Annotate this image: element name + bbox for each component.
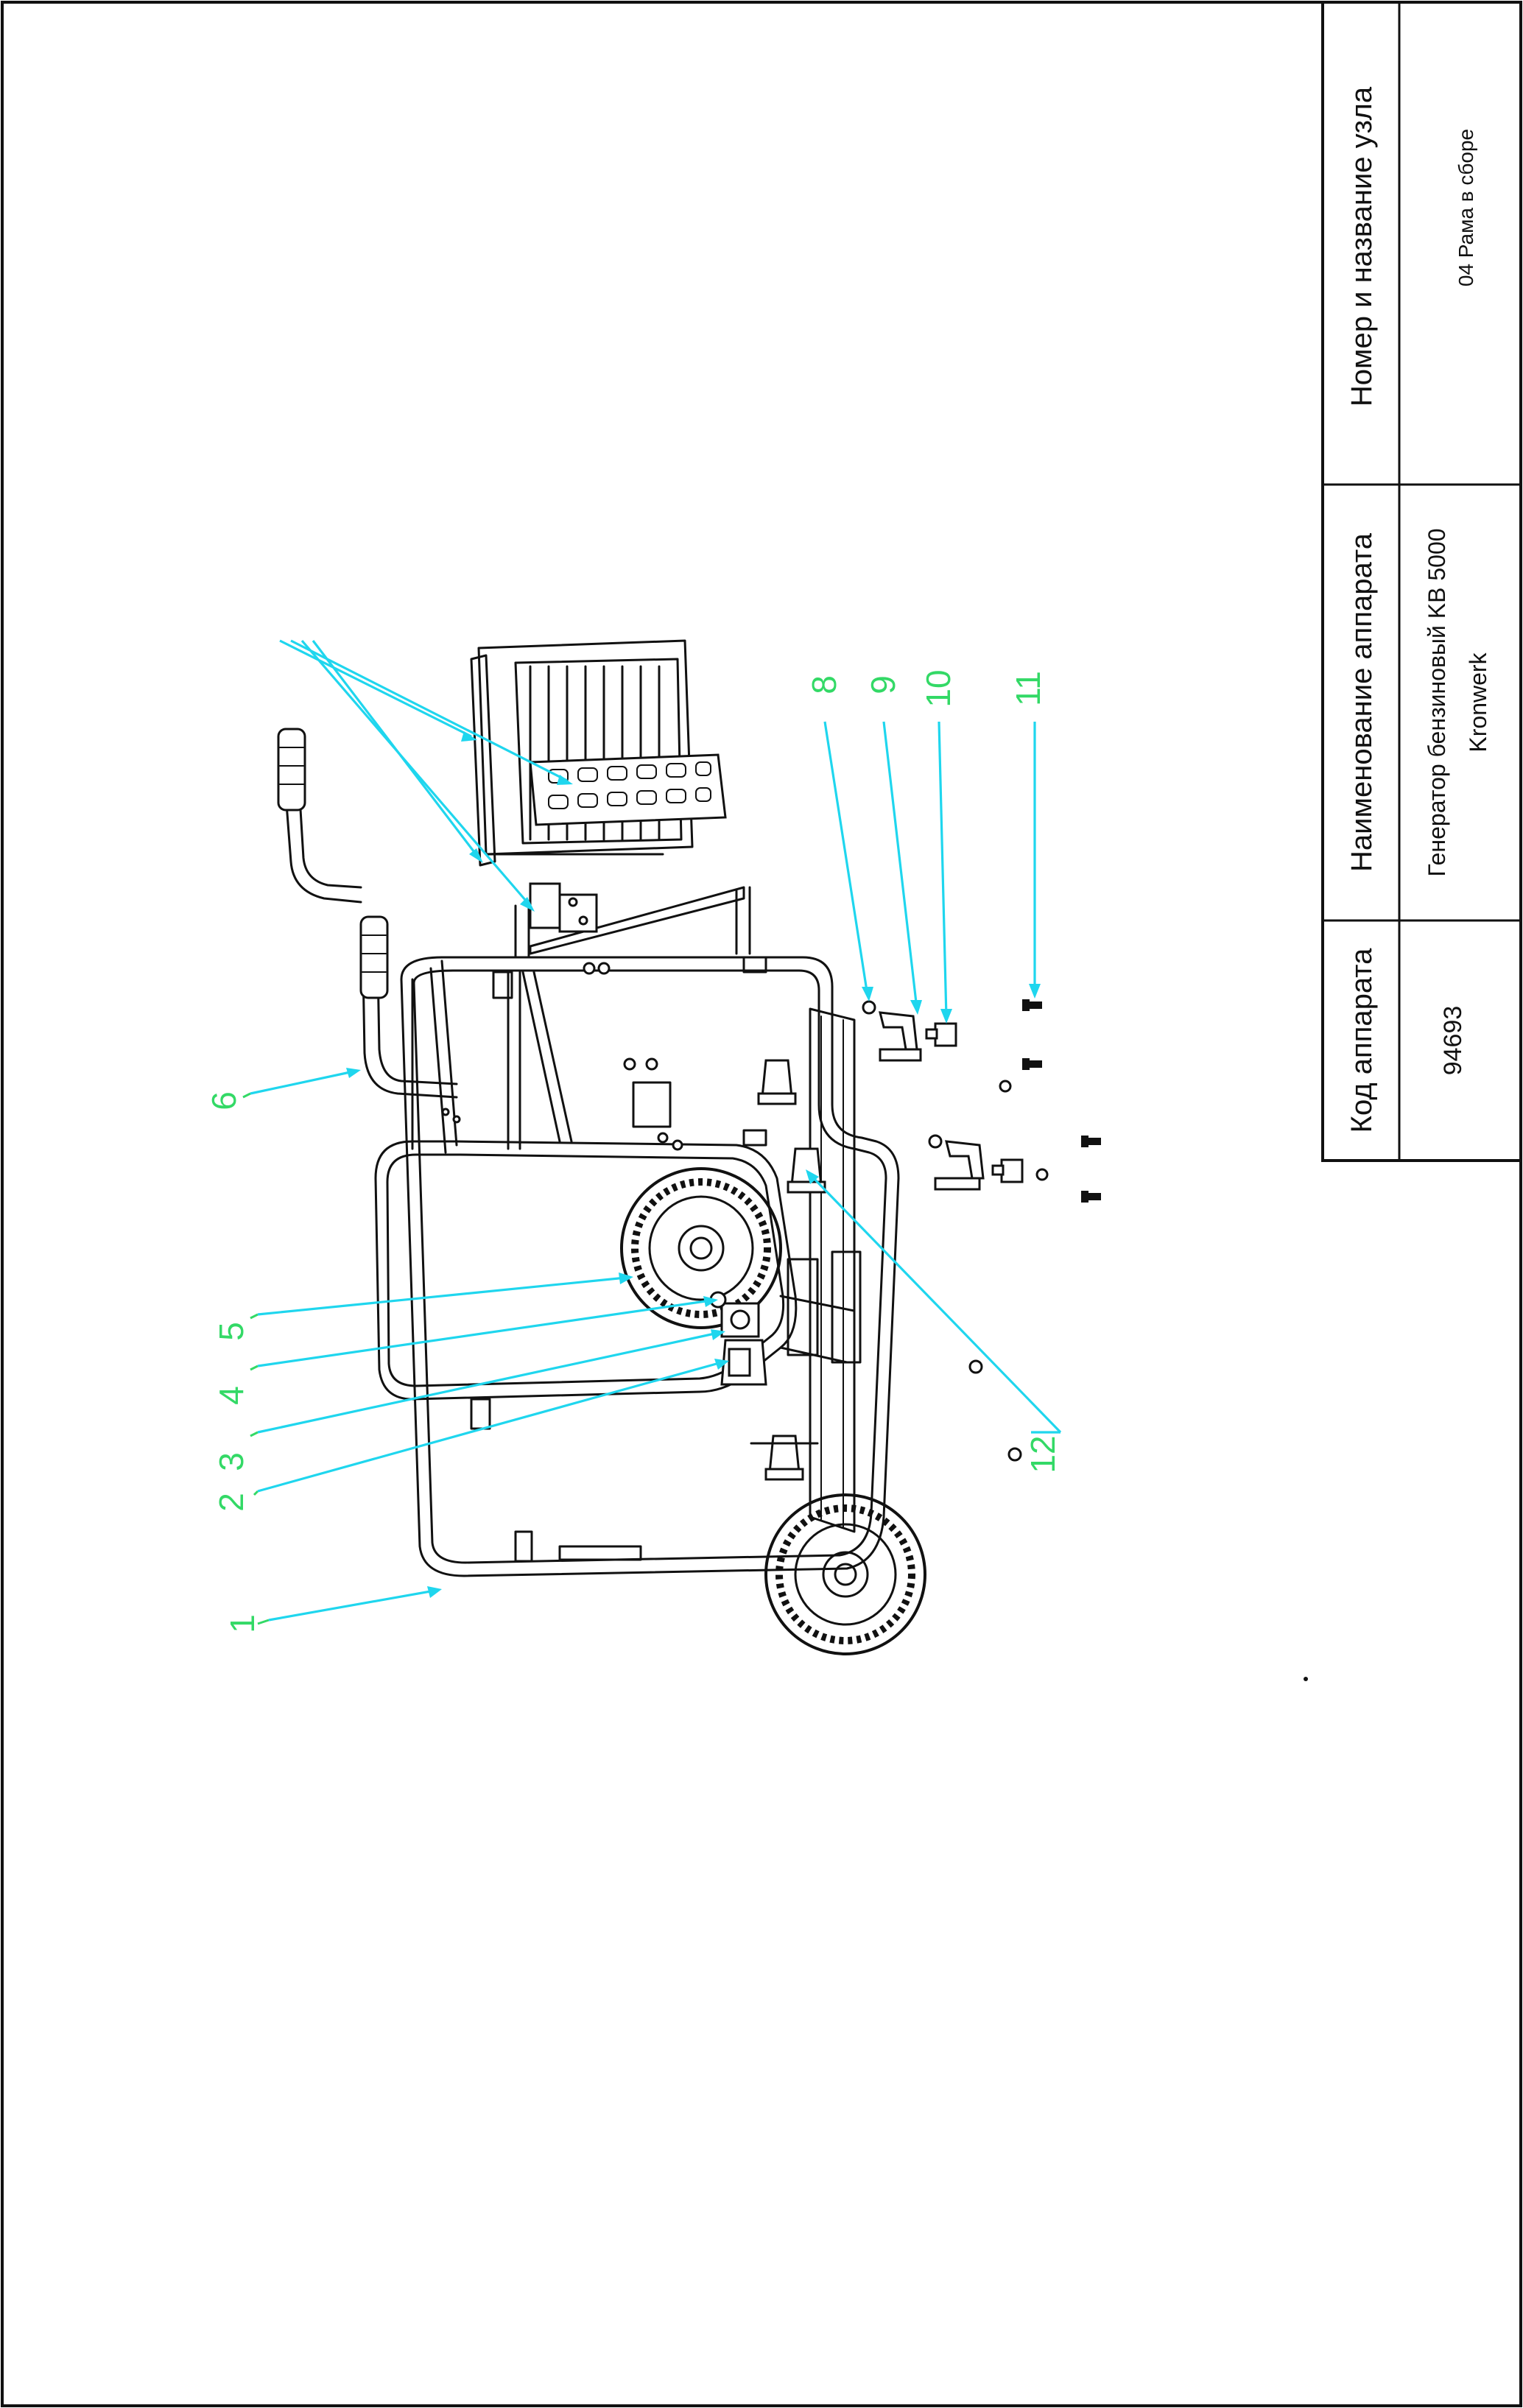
wheel-upper xyxy=(620,1167,782,1329)
callout-8: 8 xyxy=(805,675,843,694)
handle xyxy=(277,728,458,1099)
callout-10: 10 xyxy=(919,669,957,707)
callout-1: 1 xyxy=(223,1614,261,1633)
upper-mount-bracket xyxy=(529,882,598,933)
bracket-panel xyxy=(470,639,727,867)
callout-4: 4 xyxy=(212,1386,250,1405)
frame-assembly-drawing: 1 2 3 4 5 6 8 9 10 11 12 xyxy=(205,639,1101,1655)
device-value-line1: Генератор бензиновый KB 5000 xyxy=(1424,528,1450,876)
device-value-line2: Kronwerk xyxy=(1465,652,1491,752)
callout-2: 2 xyxy=(212,1493,250,1512)
code-header: Код аппарата xyxy=(1346,948,1378,1133)
axle-parts xyxy=(709,1291,767,1386)
callout-5: 5 xyxy=(212,1322,250,1341)
node-value: 04 Рама в сборе xyxy=(1455,129,1477,286)
callout-9: 9 xyxy=(864,675,902,694)
device-header: Наименование аппарата xyxy=(1346,532,1378,872)
callout-11: 11 xyxy=(1009,671,1047,706)
callout-numbers: 1 2 3 4 5 6 8 9 10 11 12 xyxy=(205,669,1062,1633)
callout-12: 12 xyxy=(1024,1435,1062,1473)
callout-3: 3 xyxy=(212,1452,250,1471)
code-value: 94693 xyxy=(1439,1006,1467,1076)
wheel-lower xyxy=(764,1493,926,1655)
callout-6: 6 xyxy=(205,1091,243,1110)
leader-lines xyxy=(242,639,1062,1625)
title-block: Код аппарата 94693 Наименование аппарата… xyxy=(1321,1,1522,1162)
mount-hardware xyxy=(862,999,1101,1462)
stray-dot xyxy=(1304,1677,1308,1681)
node-header: Номер и название узла xyxy=(1346,86,1378,406)
tubular-frame xyxy=(374,886,900,1577)
